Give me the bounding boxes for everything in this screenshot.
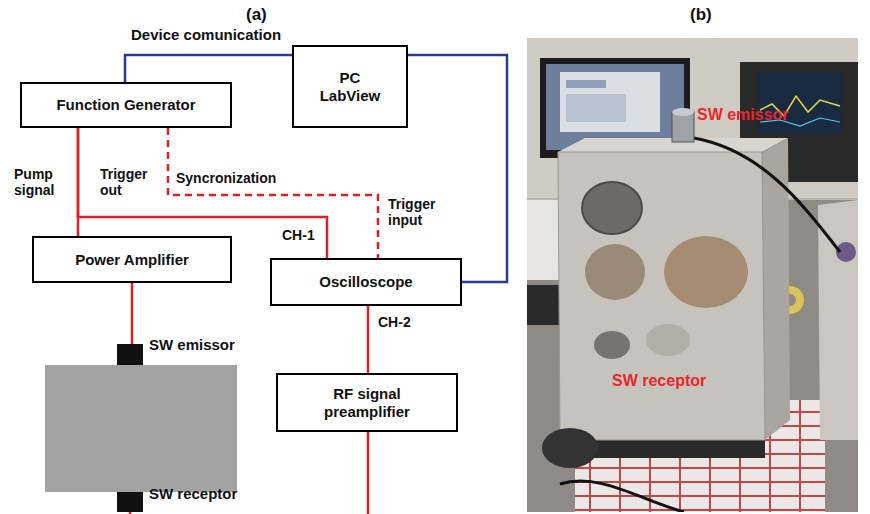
signal-wire (131, 283, 134, 344)
wire-label: Syncronization (176, 170, 276, 186)
instrument-box: Function Generator (20, 82, 232, 128)
panel-letter: (b) (690, 5, 712, 25)
transducer-block: SW receptor (117, 492, 143, 512)
box-label: RF signal preamplifier (312, 385, 422, 420)
wire-label: Device comunication (131, 26, 281, 43)
transducer-label: SW receptor (149, 485, 237, 502)
signal-wire (367, 306, 370, 373)
computer-box: PC LabView (292, 45, 408, 128)
box-label: Oscilloscope (319, 273, 412, 290)
wire-label: CH-1 (282, 227, 315, 243)
box-label: Power Amplifier (75, 251, 189, 268)
signal-wire (408, 55, 507, 282)
box-label: Function Generator (56, 96, 195, 113)
sample-block (45, 365, 237, 492)
transducer-block: SW emissor (117, 344, 143, 365)
photo-label: SW receptor (612, 372, 706, 390)
box-label: PC LabView (313, 69, 388, 104)
setup-photo (527, 38, 858, 512)
signal-wire (125, 55, 292, 82)
instrument-box: RF signal preamplifier (276, 373, 458, 432)
instrument-box: Oscilloscope (270, 258, 462, 306)
preamp-lead (367, 428, 370, 514)
wire-label: Pump signal (14, 166, 69, 198)
signal-name: Trigger out (100, 166, 155, 198)
wire-label: CH-2 (378, 314, 411, 330)
signal-name: Trigger input (388, 196, 448, 228)
transducer-label: SW emissor (149, 336, 235, 353)
instrument-box: Power Amplifier (32, 236, 232, 283)
photo-label: SW emissor (697, 106, 789, 124)
panel-letter: (a) (246, 5, 267, 25)
